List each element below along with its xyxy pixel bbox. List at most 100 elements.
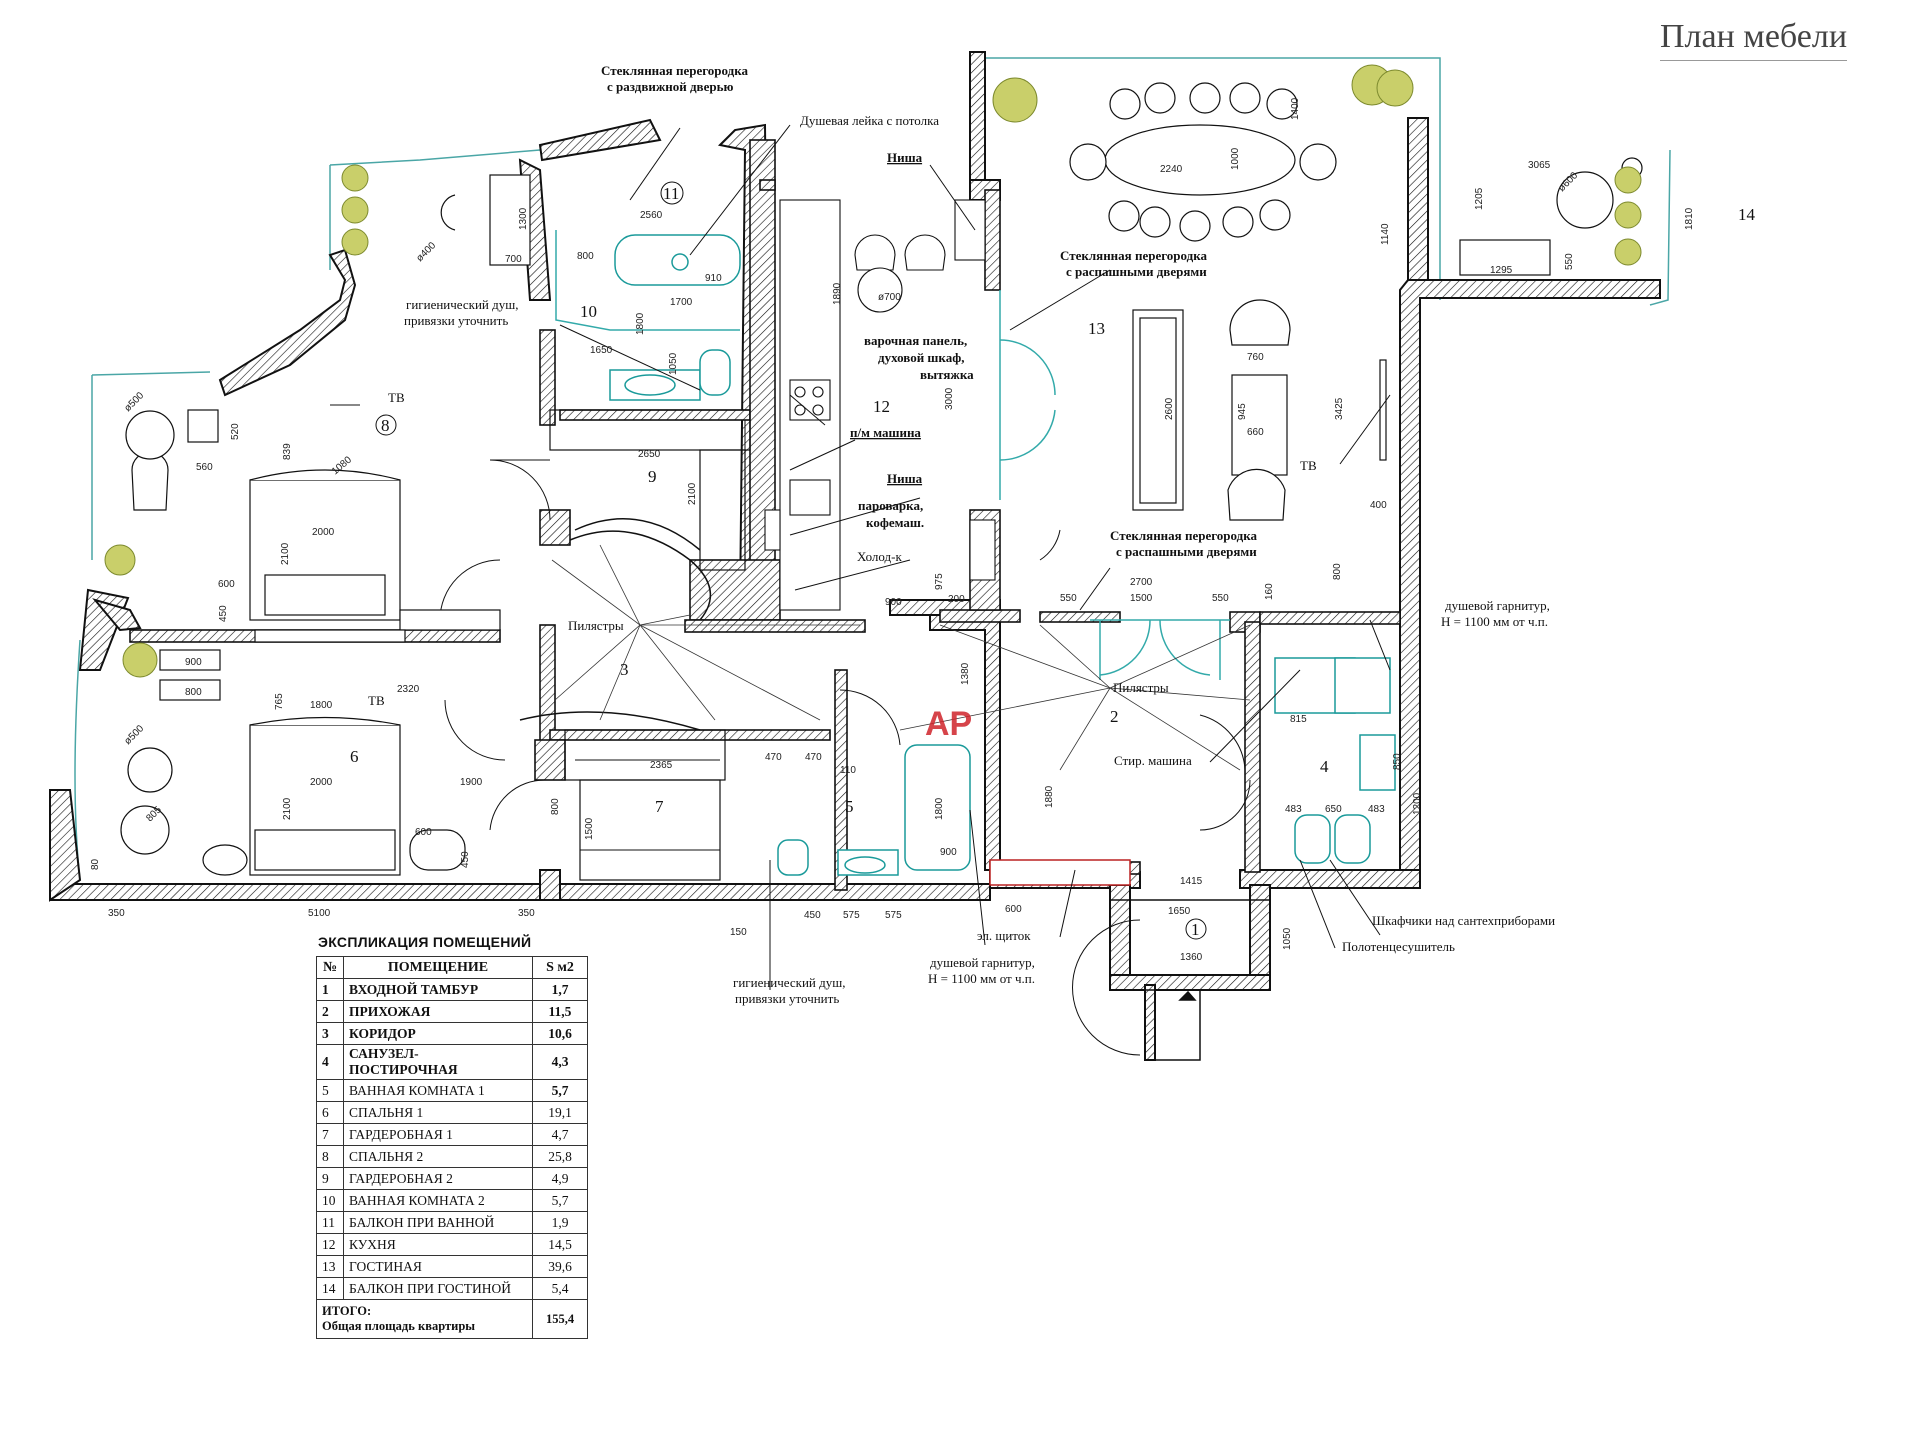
room-area: 4,3 bbox=[532, 1044, 588, 1080]
total-value: 155,4 bbox=[532, 1299, 588, 1339]
shower-set-right-label: душевой гарнитур, bbox=[1445, 598, 1550, 613]
dimension-label: 760 bbox=[1247, 352, 1264, 363]
dimension-label: 2100 bbox=[282, 797, 293, 820]
glass-swing-top-label: Стеклянная перегородка bbox=[1060, 248, 1208, 263]
dimension-label: 1500 bbox=[1130, 593, 1153, 604]
dimension-label: 470 bbox=[765, 752, 782, 763]
doors bbox=[439, 459, 1251, 1056]
tv-label: ТВ bbox=[368, 693, 385, 708]
room-name: ПРИХОЖАЯ bbox=[343, 1000, 533, 1023]
dimension-label: 1300 bbox=[518, 207, 529, 230]
room-area: 14,5 bbox=[532, 1233, 588, 1256]
dimension-label: 900 bbox=[940, 847, 957, 858]
column-header: № bbox=[316, 956, 344, 979]
dimension-label: 900 bbox=[185, 657, 202, 668]
room-name: СПАЛЬНЯ 1 bbox=[343, 1101, 533, 1124]
ceiling-shower-label: Душевая лейка с потолка bbox=[800, 113, 939, 128]
room-no: 4 bbox=[316, 1044, 344, 1080]
room-name: САНУЗЕЛ-ПОСТИРОЧНАЯ bbox=[343, 1044, 533, 1080]
dimension-label: 350 bbox=[108, 908, 125, 919]
dimension-label: 560 bbox=[196, 462, 213, 473]
glass-slide-label-2: с раздвижной дверью bbox=[607, 79, 733, 94]
room-number: 8 bbox=[381, 416, 390, 435]
total-label-line-2: Общая площадь квартиры bbox=[322, 1319, 476, 1333]
dimension-label: 1800 bbox=[635, 312, 646, 335]
room-area: 5,4 bbox=[532, 1277, 588, 1300]
dimension-label: 2320 bbox=[397, 684, 420, 695]
dimension-label: 550 bbox=[1060, 593, 1077, 604]
pilaster-leaders bbox=[551, 544, 1251, 771]
pilasters-label-2: Пилястры bbox=[1113, 680, 1169, 695]
hyg-shower-bottom-label-2: привязки уточнить bbox=[735, 991, 839, 1006]
dimension-label: 1205 bbox=[1474, 187, 1485, 210]
room-numbers: 1 2 3 4 5 6 7 8 9 10 11 12 13 14 bbox=[350, 181, 1756, 940]
room-area: 5,7 bbox=[532, 1189, 588, 1212]
kitchen-furniture bbox=[764, 199, 996, 611]
dimension-label: 800 bbox=[185, 687, 202, 698]
room-name: ВХОДНОЙ ТАМБУР bbox=[343, 978, 533, 1001]
room-no: 12 bbox=[316, 1233, 344, 1256]
dimension-label: 1800 bbox=[934, 797, 945, 820]
balcony-glazing bbox=[74, 57, 1671, 881]
room-no: 7 bbox=[316, 1123, 344, 1146]
dimension-label: 2000 bbox=[312, 527, 335, 538]
room-no: 3 bbox=[316, 1022, 344, 1045]
dimension-label: 575 bbox=[885, 910, 902, 921]
bedroom2-furniture bbox=[125, 174, 531, 643]
dimension-label: 600 bbox=[415, 827, 432, 838]
wardrobe-hangers bbox=[570, 419, 746, 851]
tv-label: ТВ bbox=[1300, 458, 1317, 473]
room-number: 3 bbox=[620, 660, 629, 679]
room-name: ВАННАЯ КОМНАТА 1 bbox=[343, 1079, 533, 1102]
room-area: 39,6 bbox=[532, 1255, 588, 1278]
glass-partitions bbox=[555, 230, 1230, 680]
hyg-shower-top-label-2: привязки уточнить bbox=[404, 313, 508, 328]
dimension-label: 850 bbox=[1392, 753, 1403, 770]
room-area: 4,9 bbox=[532, 1167, 588, 1190]
room-name: ГАРДЕРОБНАЯ 1 bbox=[343, 1123, 533, 1146]
dimension-label: 700 bbox=[505, 254, 522, 265]
column-header: S м2 bbox=[532, 956, 588, 979]
dimension-label: 1650 bbox=[590, 345, 613, 356]
dimension-label: 1050 bbox=[668, 352, 679, 375]
dimension-label: 2240 bbox=[1160, 164, 1183, 175]
dimension-label: 350 bbox=[518, 908, 535, 919]
dimension-label: 1050 bbox=[1282, 927, 1293, 950]
bath2-fixtures bbox=[609, 234, 741, 401]
dimension-label: 1800 bbox=[310, 700, 333, 711]
dimension-label: 2365 bbox=[650, 760, 673, 771]
dimension-label: 5100 bbox=[308, 908, 331, 919]
dimension-label: 470 bbox=[805, 752, 822, 763]
fridge-label: Холод-к bbox=[857, 549, 902, 564]
dimension-label: 600 bbox=[218, 579, 235, 590]
shower-set-bottom-label: душевой гарнитур, bbox=[930, 955, 1035, 970]
dimension-label: 2560 bbox=[640, 210, 663, 221]
steamer-label: пароварка, bbox=[858, 498, 923, 513]
room-number: 2 bbox=[1110, 707, 1119, 726]
glass-slide-label: Стеклянная перегородка bbox=[601, 63, 749, 78]
dimension-label: 483 bbox=[1285, 804, 1302, 815]
shower-set-right-label-2: Н = 1100 мм от ч.п. bbox=[1441, 614, 1548, 629]
dishwasher-label: п/м машина bbox=[850, 425, 921, 440]
room-name: ВАННАЯ КОМНАТА 2 bbox=[343, 1189, 533, 1212]
room-no: 13 bbox=[316, 1255, 344, 1278]
room-number: 13 bbox=[1088, 319, 1105, 338]
room-number: 14 bbox=[1738, 205, 1756, 224]
room-no: 8 bbox=[316, 1145, 344, 1168]
dimension-label: 1880 bbox=[1044, 785, 1055, 808]
panel-label: эл. щиток bbox=[977, 928, 1031, 943]
tv-label: ТВ bbox=[388, 390, 405, 405]
room-number: 5 bbox=[845, 797, 854, 816]
dimension-label: 660 bbox=[1247, 427, 1264, 438]
hob-label-3: вытяжка bbox=[920, 367, 974, 382]
dimension-label: 1900 bbox=[460, 777, 483, 788]
room-number: 11 bbox=[663, 184, 679, 203]
glass-swing-mid-label-2: с распашными дверями bbox=[1116, 544, 1257, 559]
